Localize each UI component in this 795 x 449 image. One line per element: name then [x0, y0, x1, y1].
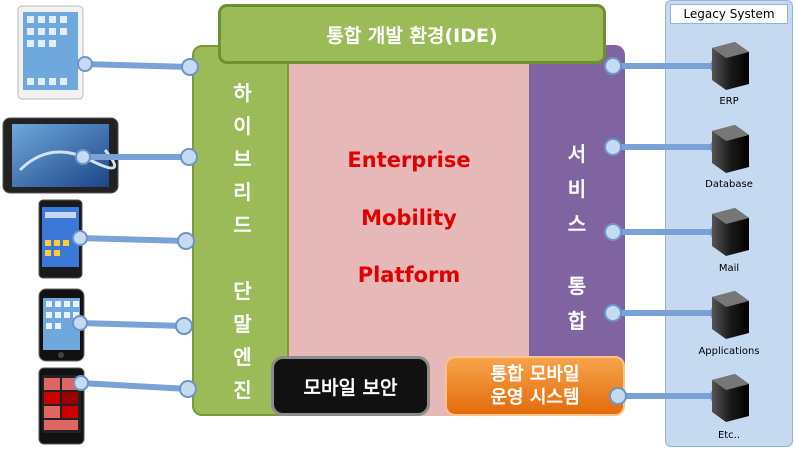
- device-connectors: [76, 61, 194, 392]
- server-icon-applications: [712, 291, 749, 339]
- tablet-device-icon: [17, 5, 84, 100]
- platform-line: Platform: [357, 263, 461, 287]
- connector-nodes-left: [72, 56, 199, 398]
- legacy-label-applications: Applications: [698, 346, 760, 357]
- service-char: 스: [567, 212, 587, 236]
- mobile-ops-system-box: 통합 모바일 운영 시스템: [445, 356, 625, 416]
- android-phone-device-icon: [38, 199, 83, 279]
- mobile-security-box: 모바일 보안: [271, 356, 430, 416]
- legacy-label-erp: ERP: [719, 96, 739, 107]
- server-icon-database: [712, 125, 749, 173]
- service-char: 서: [567, 142, 587, 166]
- android-tablet-device-icon: [2, 117, 119, 194]
- platform-line: Enterprise: [347, 148, 471, 172]
- hybrid-char: 리: [233, 180, 252, 204]
- server-icon-mail: [712, 208, 749, 256]
- hybrid-char: 하: [233, 81, 252, 105]
- ide-bar: 통합 개발 환경(IDE): [218, 4, 606, 64]
- legacy-system-title: Legacy System: [670, 4, 788, 24]
- platform-line: Mobility: [361, 206, 457, 230]
- hybrid-char: 이: [233, 114, 252, 138]
- windows-phone-device-icon: [38, 367, 85, 445]
- hybrid-char: 드: [233, 213, 252, 237]
- hybrid-char: 진: [233, 378, 252, 402]
- service-char: 비: [567, 177, 587, 201]
- legacy-label-etc: Etc..: [717, 430, 741, 441]
- legacy-label-database: Database: [705, 179, 753, 190]
- server-icon-etc: [712, 374, 749, 422]
- hybrid-char: 단: [233, 279, 252, 303]
- hybrid-char: 엔: [233, 345, 252, 369]
- legacy-label-mail: Mail: [718, 263, 740, 274]
- service-char: 합: [567, 309, 587, 333]
- legacy-connectors: [610, 63, 720, 399]
- service-char: 통: [567, 274, 587, 298]
- iphone-device-icon: [38, 288, 85, 362]
- mobile-ops-line1: 통합 모바일: [490, 364, 580, 385]
- hybrid-char: 말: [233, 312, 252, 336]
- server-icon-erp: [712, 42, 749, 90]
- mobile-ops-line2: 운영 시스템: [490, 387, 580, 408]
- hybrid-char: 브: [233, 147, 252, 171]
